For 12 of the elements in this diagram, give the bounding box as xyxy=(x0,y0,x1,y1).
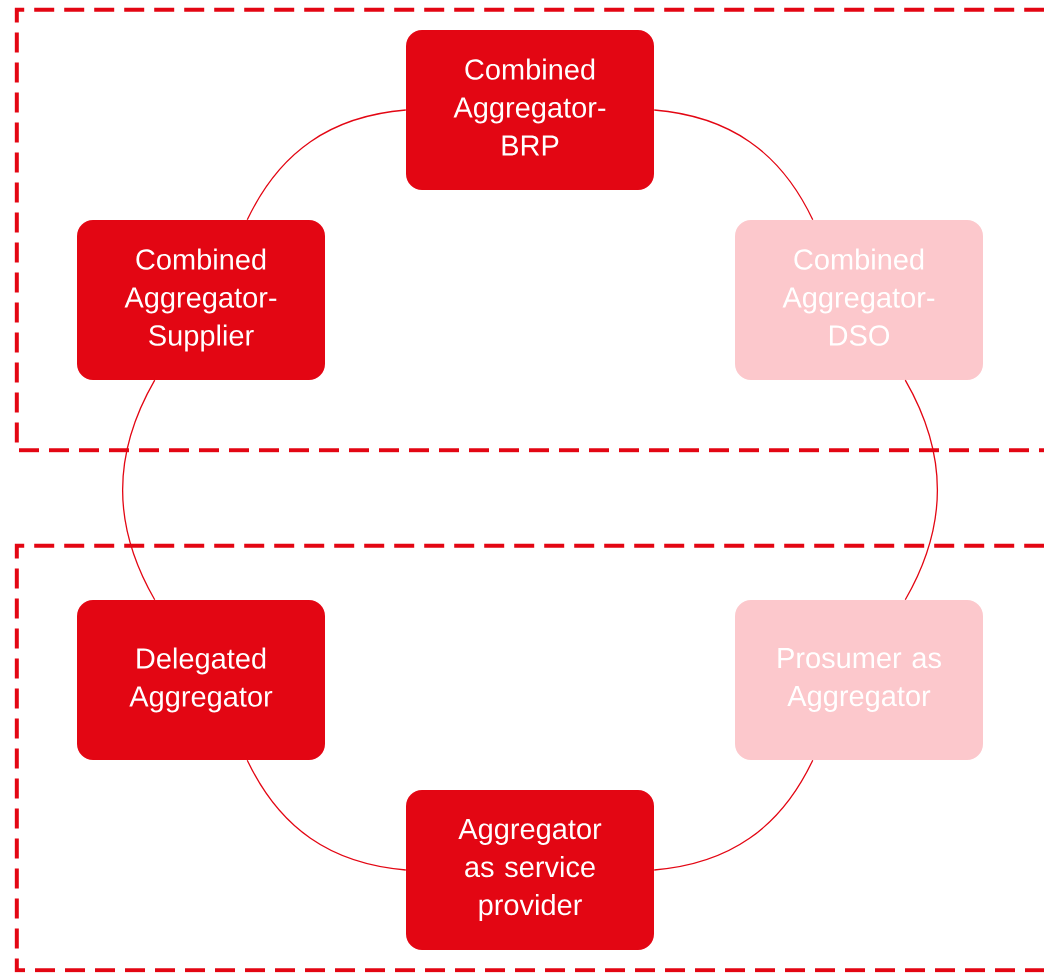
ring-arc xyxy=(653,109,814,221)
role-box: Combined Aggregator-Supplier xyxy=(77,220,325,380)
ring-arc xyxy=(246,109,407,221)
role-box: Aggregator as service provider xyxy=(406,790,654,950)
role-box: Combined Aggregator-BRP xyxy=(406,30,654,190)
role-box: Delegated Aggregator xyxy=(77,600,325,760)
ring-arc xyxy=(904,379,939,601)
ring-arc xyxy=(121,379,156,601)
group-frame xyxy=(14,543,1044,973)
ring-arc xyxy=(653,759,814,871)
group-frame xyxy=(14,7,1044,453)
ring-arc xyxy=(246,759,407,871)
